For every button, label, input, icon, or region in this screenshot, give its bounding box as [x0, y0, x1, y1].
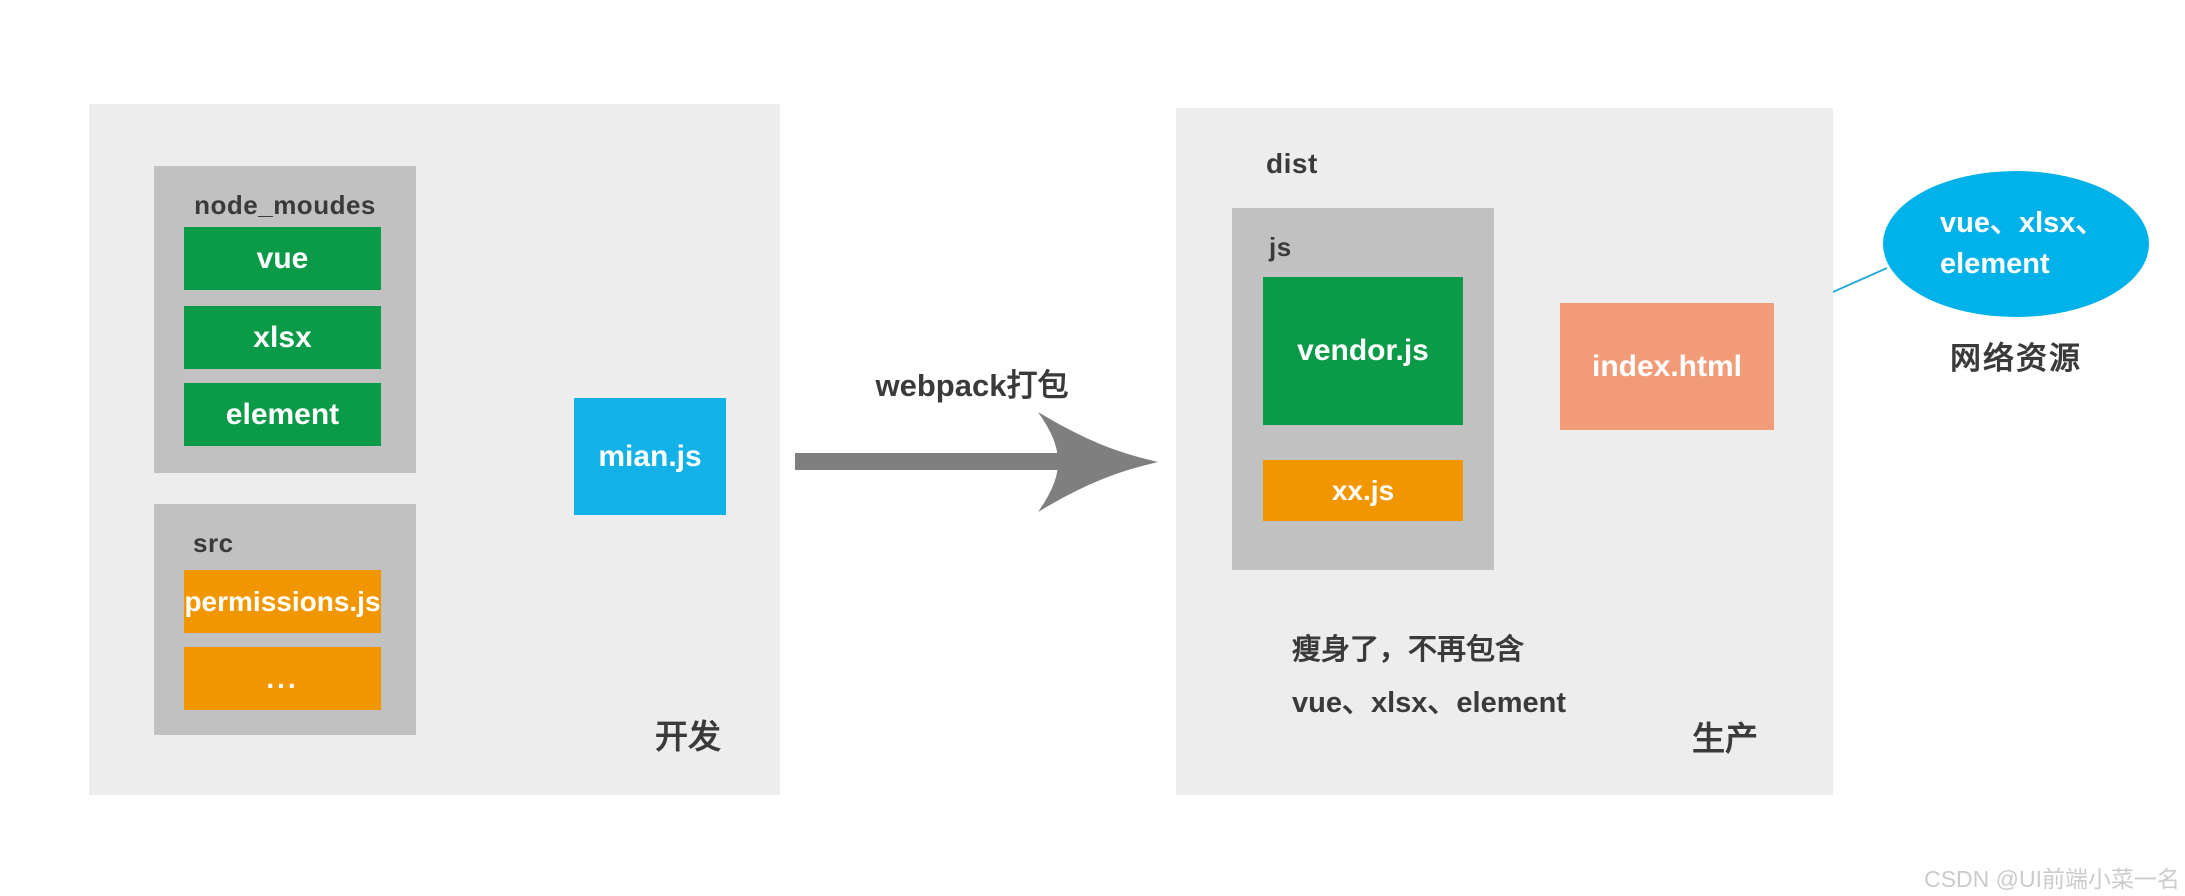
xlsx-node: xlsx: [184, 306, 381, 369]
slimming-note: 瘦身了，不再包含 vue、xlsx、element: [1292, 624, 1566, 730]
ellipsis-node: ...: [184, 647, 381, 710]
webpack-big-arrow: [795, 412, 1158, 512]
vue-node: vue: [184, 227, 381, 290]
js-folder: js vendor.js xx.js: [1232, 208, 1494, 570]
slimming-note-line2: vue、xlsx、element: [1292, 687, 1567, 719]
production-panel: dist js vendor.js xx.js 生产: [1176, 108, 1833, 795]
development-caption: 开发: [655, 718, 721, 755]
src-folder: src permissions.js ...: [154, 504, 416, 735]
production-caption: 生产: [1692, 720, 1758, 757]
permissions-node: permissions.js: [184, 570, 381, 633]
dist-folder-label: dist: [1266, 148, 1318, 179]
element-node: element: [184, 383, 381, 446]
indexhtml-node: index.html: [1560, 303, 1774, 430]
src-folder-label: src: [193, 528, 234, 558]
xxjs-node: xx.js: [1263, 460, 1463, 521]
network-bubble-line1: vue、xlsx、: [1940, 207, 2105, 239]
node-modules-folder: node_moudes vue xlsx element: [154, 166, 416, 473]
webpack-transform-label: webpack打包: [875, 368, 1069, 403]
slimming-note-line1: 瘦身了，不再包含: [1292, 634, 1525, 666]
network-resources-caption: 网络资源: [1950, 341, 2082, 376]
network-bubble-line2: element: [1940, 248, 2050, 280]
js-folder-label: js: [1269, 232, 1292, 262]
mianjs-node: mian.js: [574, 398, 726, 515]
network-resources-bubble: vue、xlsx、 element: [1883, 171, 2149, 317]
node-modules-folder-label: node_moudes: [194, 190, 376, 220]
csdn-watermark: CSDN @UI前端小菜一名: [1924, 866, 2180, 892]
vendorjs-node: vendor.js: [1263, 277, 1463, 425]
